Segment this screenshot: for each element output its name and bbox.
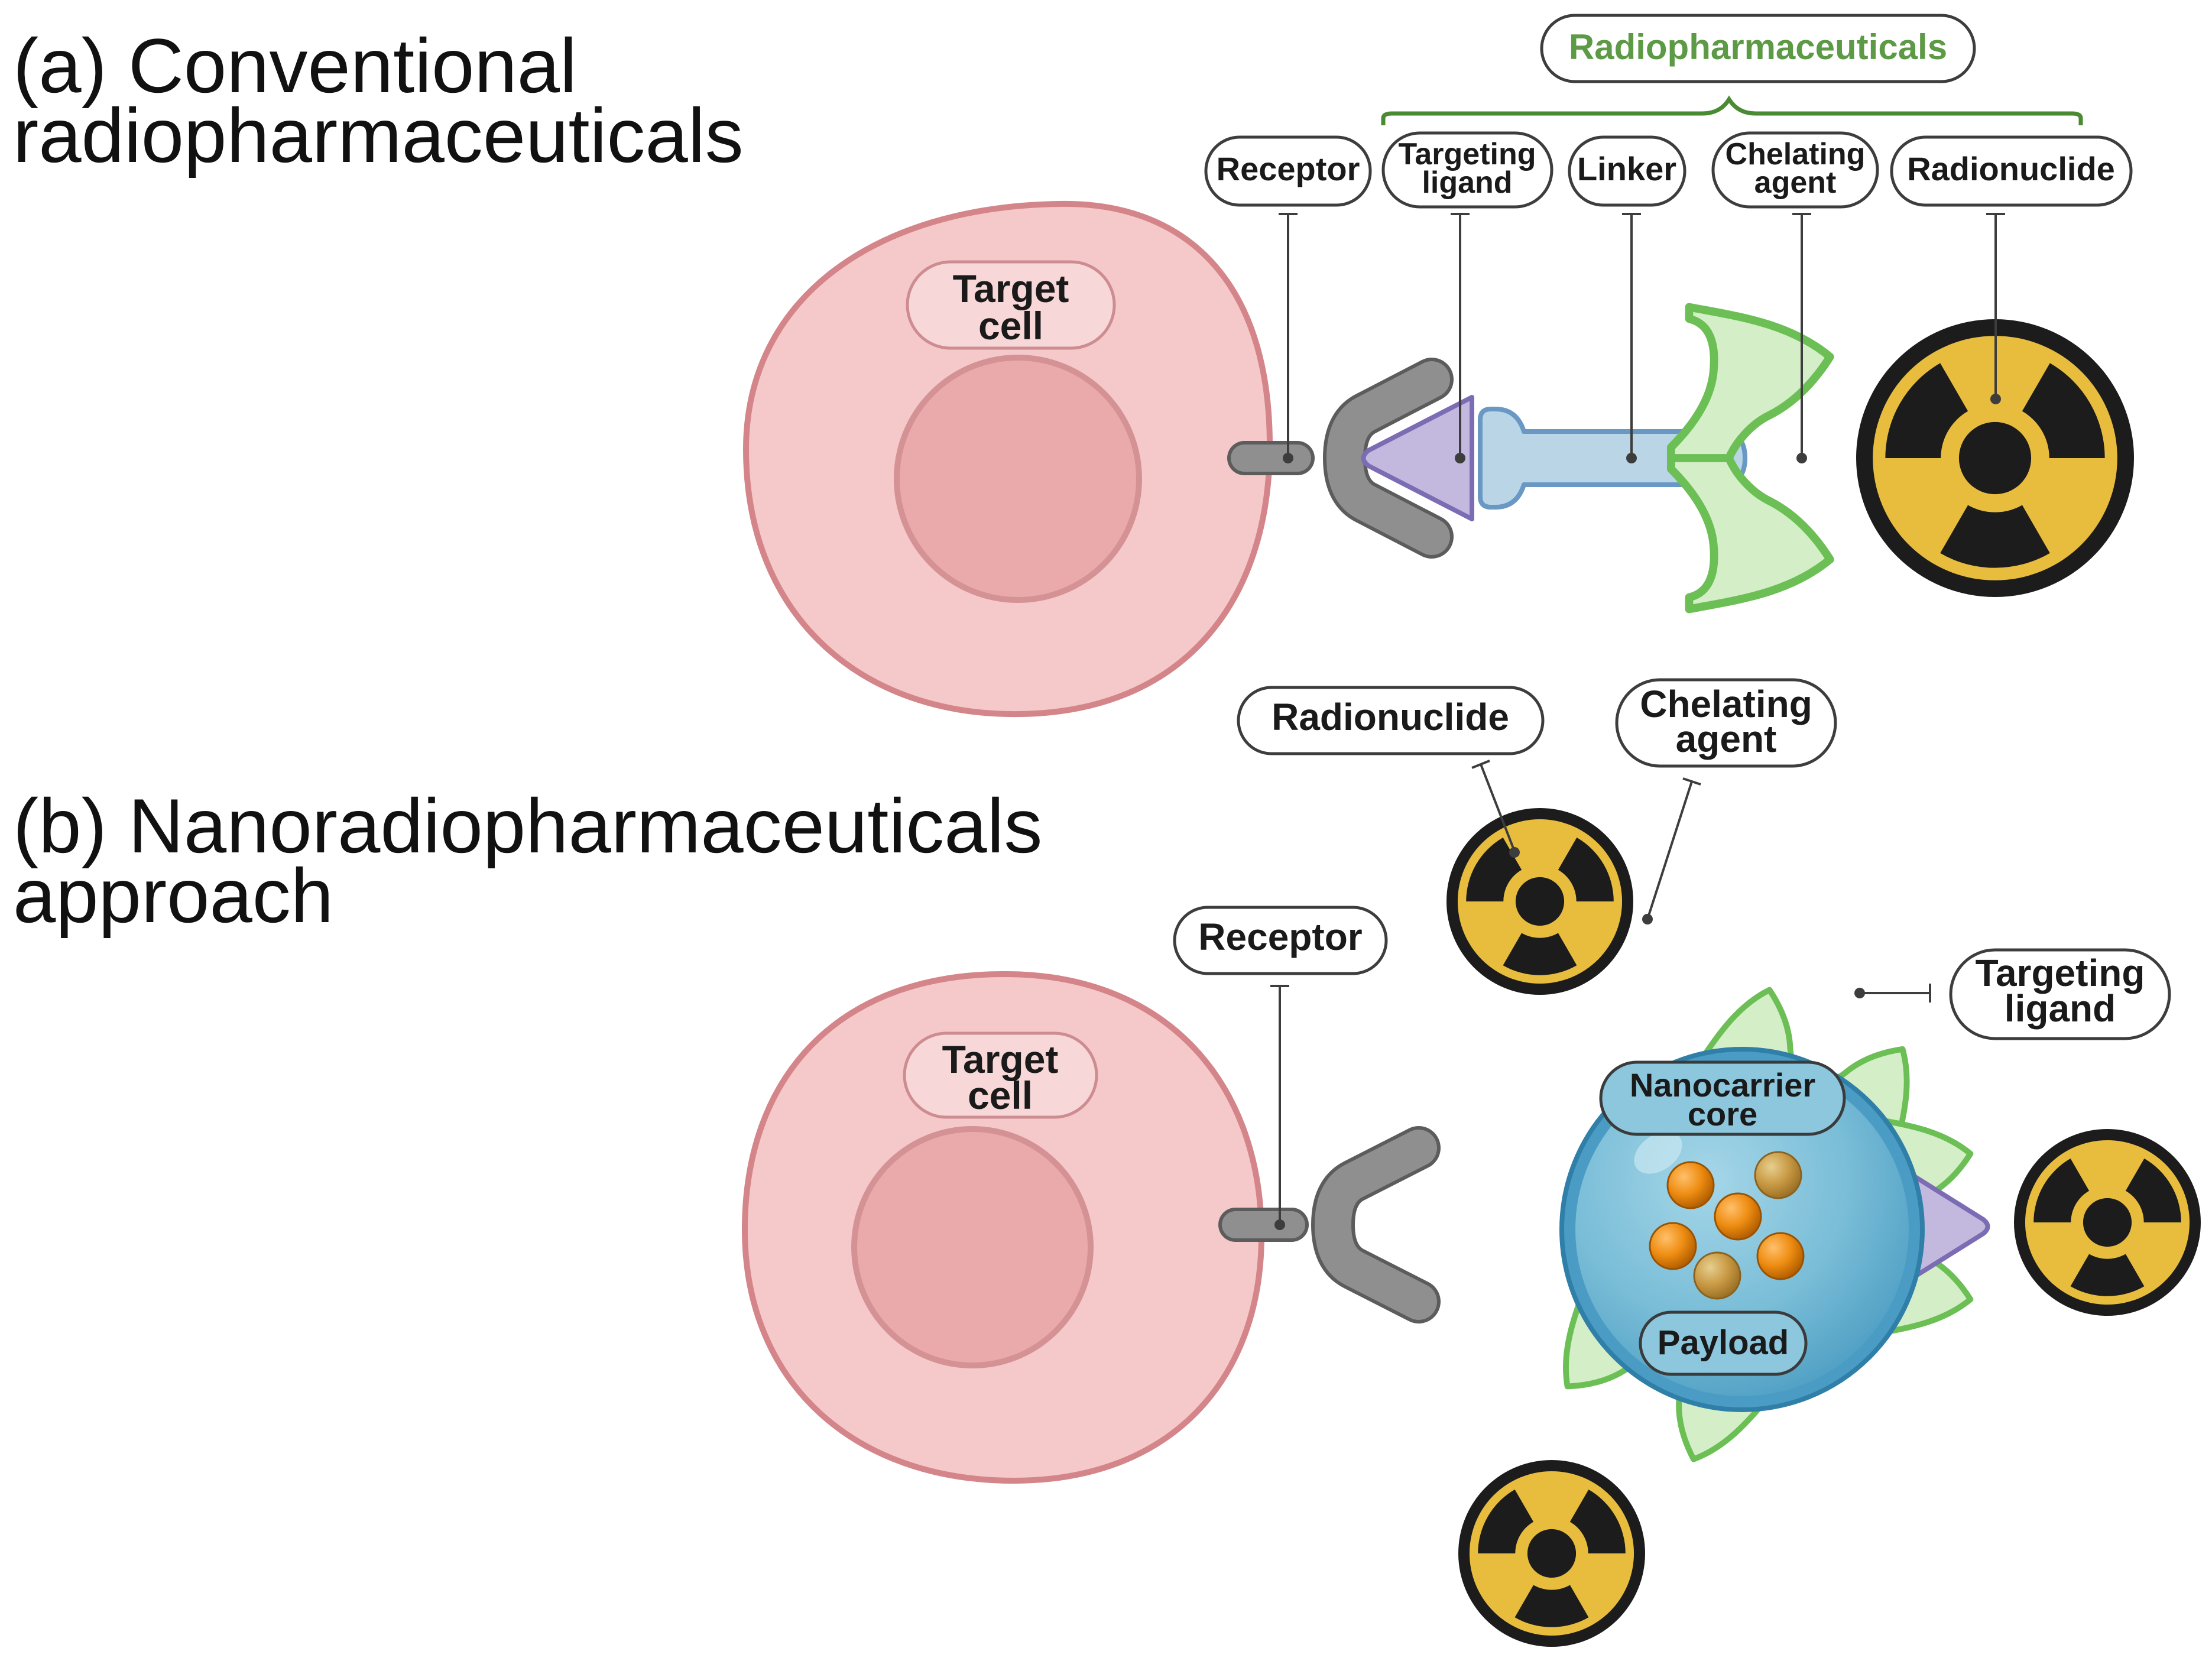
panel-a-title: (a) Conventional radiopharmaceuticals (13, 22, 744, 179)
radionuclide-callout: Radionuclide (1237, 686, 1545, 858)
panel-b-title: (b) Nanoradiopharmaceuticals approach (13, 783, 1043, 939)
target-cell: Target cell (741, 971, 1265, 1484)
panel-a-title-line2: radiopharmaceuticals (13, 92, 744, 179)
nanocarrier-core-label-line1: Nanocarrier (1630, 1066, 1815, 1104)
linker-callout-text: Linker (1577, 150, 1676, 187)
targeting-ligand-icon (1361, 395, 1474, 521)
targeting-ligand-callout-line1: Targeting (1976, 952, 2145, 994)
payload-label-text: Payload (1658, 1323, 1789, 1362)
radiopharmaceuticals-bracket: Radiopharmaceuticals (1381, 14, 2083, 125)
targeting-ligand-callout-line2: ligand (1422, 166, 1512, 200)
radiopharmaceuticals-label: Radiopharmaceuticals (1569, 27, 1947, 67)
receptor-callout: Receptor (1204, 135, 1372, 463)
panel-b-title-line2: approach (13, 852, 334, 939)
chelating-agent-callout-line2: agent (1754, 166, 1837, 200)
radionuclide-callout: Radionuclide (1890, 135, 2133, 404)
target-cell-label-line1: Target (942, 1037, 1059, 1081)
radionuclide-callout-text: Radionuclide (1272, 696, 1509, 738)
target-cell-label-line2: cell (978, 304, 1043, 348)
targeting-ligand-callout: Targeting ligand (1381, 131, 1553, 463)
linker-callout: Linker (1568, 135, 1686, 463)
targeting-ligand-callout-line2: ligand (2005, 987, 2116, 1030)
radiation-icon (1446, 808, 1633, 998)
payload-particle-icon (1649, 1151, 1805, 1300)
chelating-agent-callout-line1: Chelating (1726, 137, 1866, 171)
targeting-ligand-callout: Targeting ligand (1854, 948, 2171, 1040)
target-cell-label: Target cell (906, 260, 1116, 350)
chelating-agent-callout-line1: Chelating (1640, 683, 1812, 725)
target-cell-label-line1: Target (953, 267, 1069, 310)
receptor-icon (1218, 1126, 1441, 1323)
nanocarrier-core-label: Nanocarrier core (1599, 1060, 1846, 1136)
targeting-ligand-callout-line1: Targeting (1398, 137, 1536, 171)
chelating-agent-callout: Chelating agent (1615, 678, 1837, 924)
nanocarrier-core-label-line2: core (1688, 1095, 1757, 1133)
radionuclide-callout-text: Radionuclide (1907, 150, 2115, 187)
chelating-agent-callout: Chelating agent (1711, 131, 1879, 463)
chelating-agent-callout-line2: agent (1676, 718, 1777, 760)
receptor-callout-text: Receptor (1217, 150, 1360, 187)
radiation-icon (1458, 1460, 1645, 1650)
panel-a-diagram: Target cell Radiopharmaceuticals Recepto… (742, 14, 2134, 718)
receptor-callout-text: Receptor (1198, 916, 1362, 958)
target-cell-label: Target cell (903, 1031, 1098, 1119)
panel-b-title-line1: (b) Nanoradiopharmaceuticals (13, 783, 1043, 869)
cell-nucleus (894, 355, 1142, 603)
target-cell: Target cell (742, 200, 1273, 718)
receptor-callout: Receptor (1173, 906, 1388, 1230)
cell-nucleus (851, 1126, 1094, 1368)
nanocarrier-core: Nanocarrier core Payload (1559, 1047, 1925, 1412)
radiation-icon (2014, 1129, 2201, 1319)
target-cell-label-line2: cell (968, 1073, 1033, 1117)
payload-label: Payload (1639, 1310, 1808, 1376)
panel-a-title-line1: (a) Conventional (13, 22, 577, 109)
panel-b-diagram: Target cell (741, 678, 2201, 1650)
